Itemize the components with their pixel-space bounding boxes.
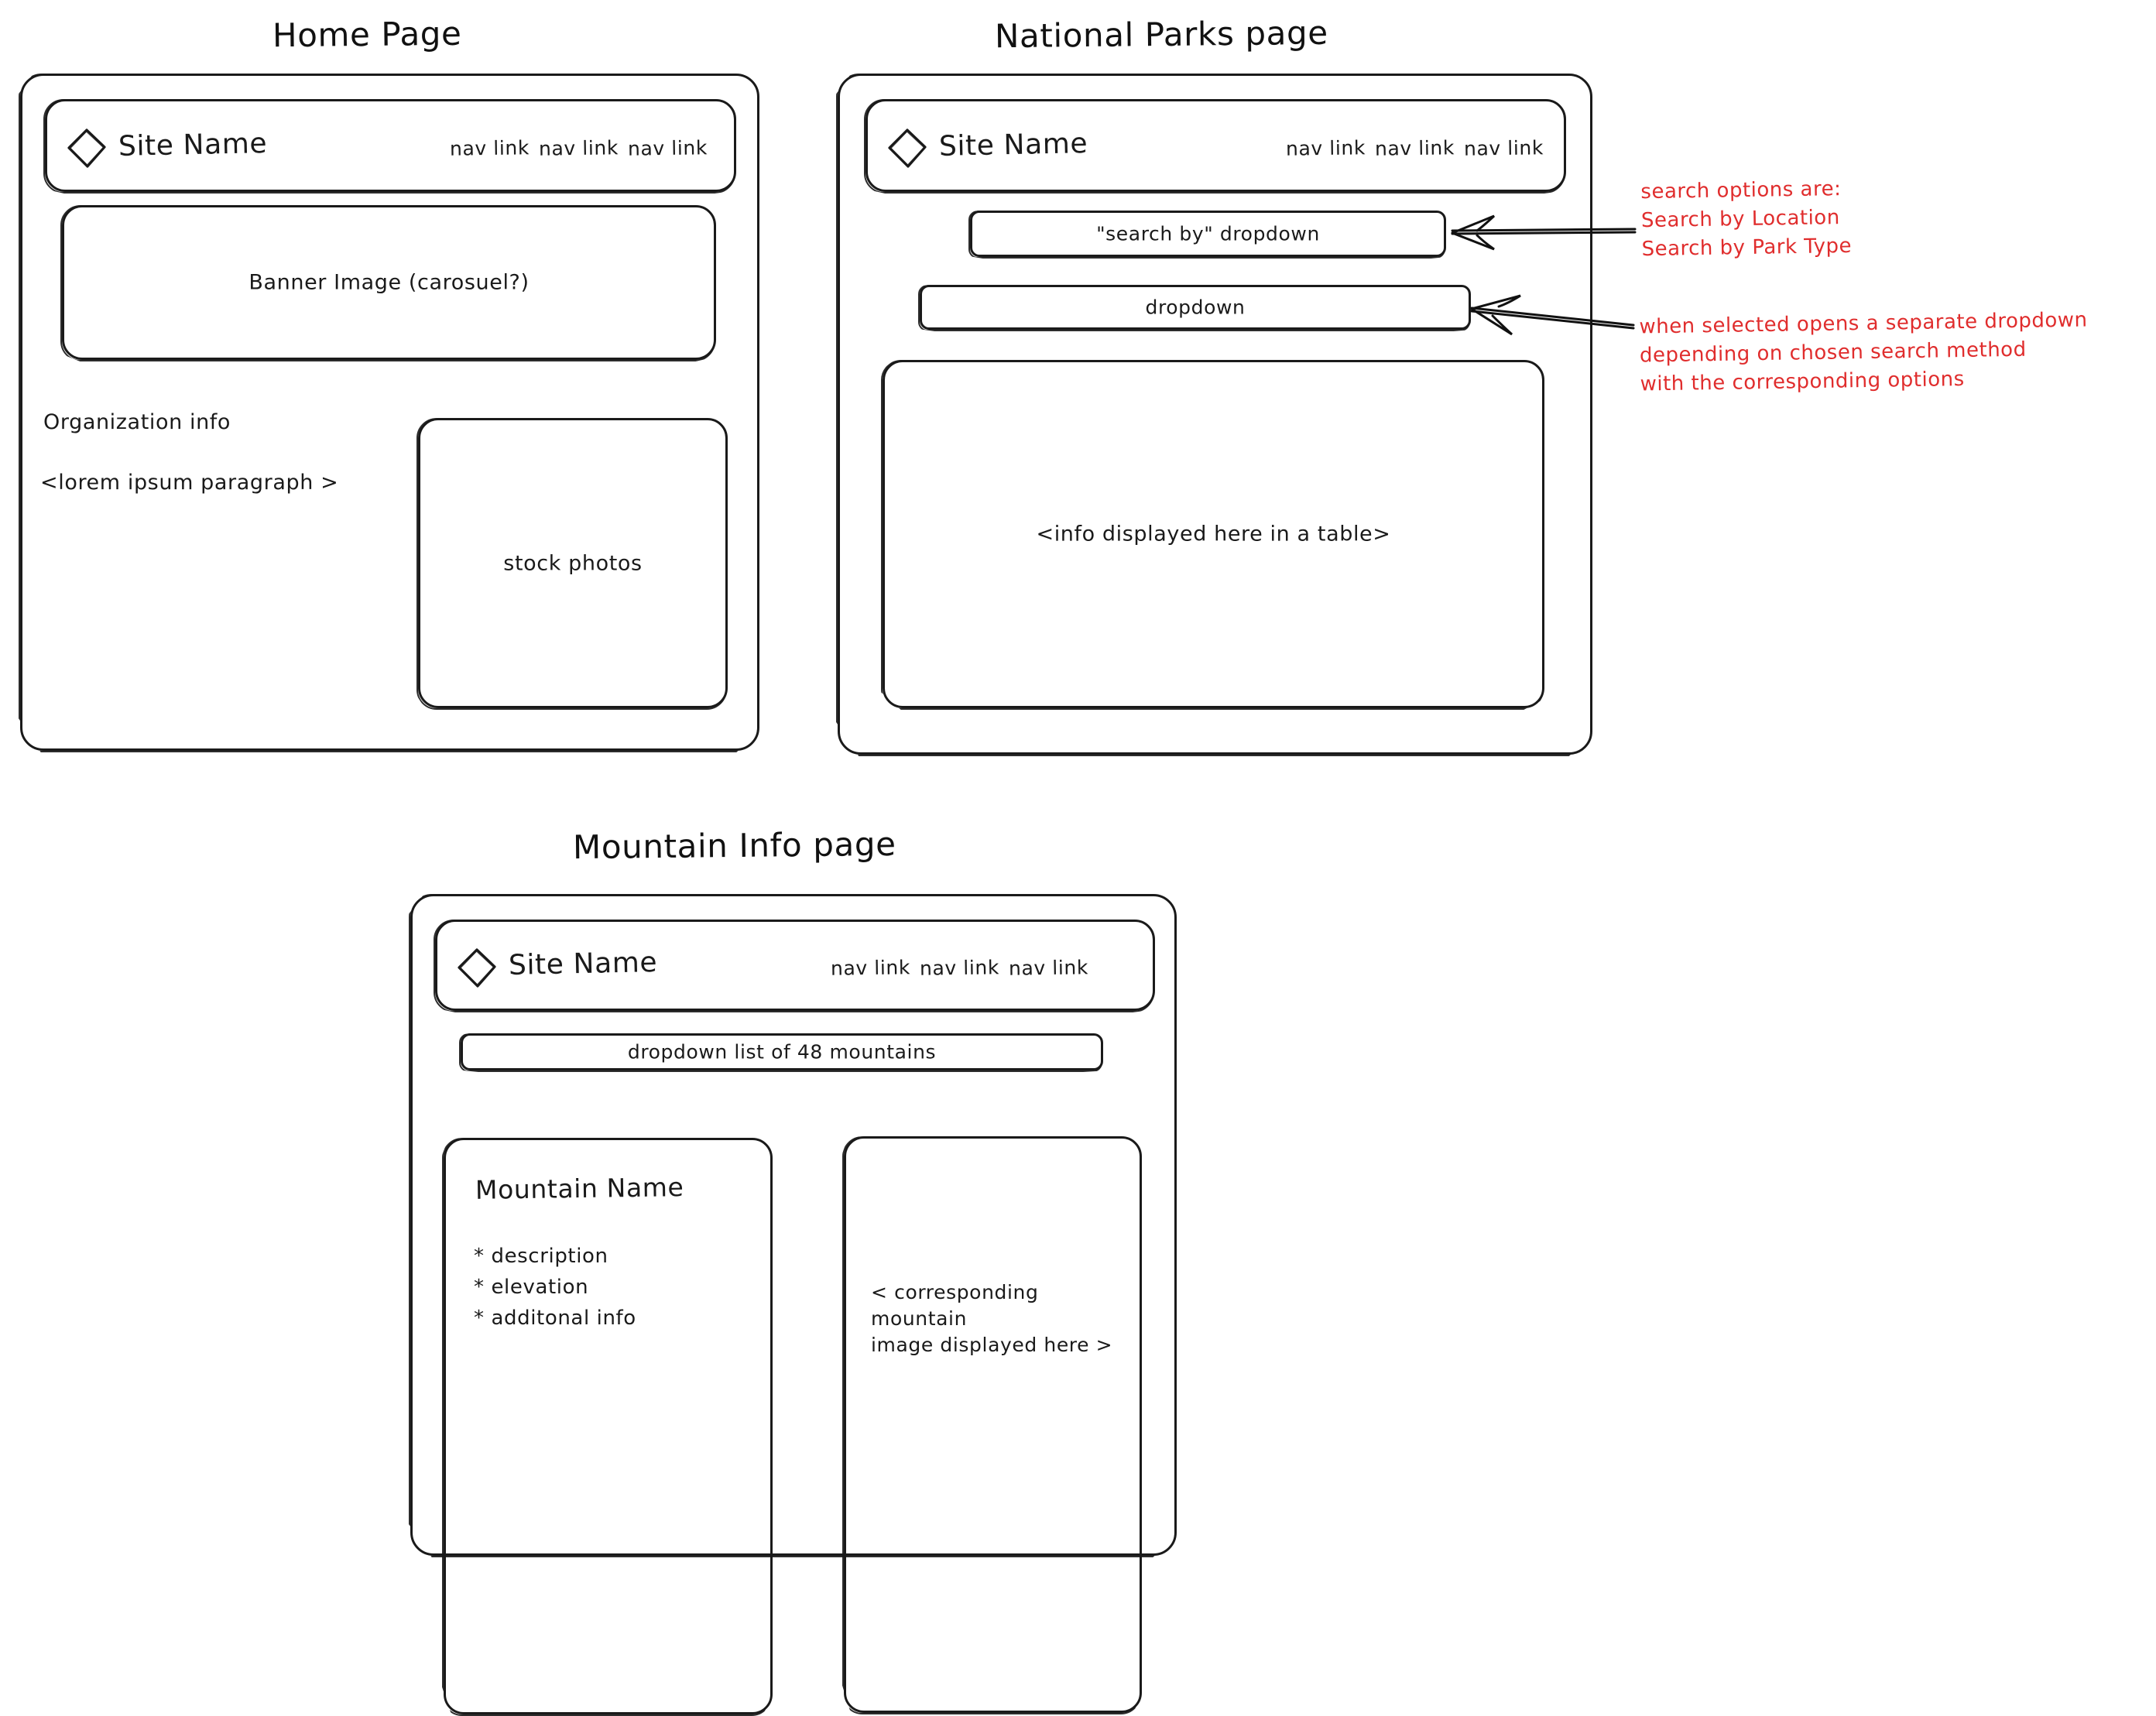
parks-site-name: Site Name [938, 127, 1088, 163]
mountain-nav-link-2[interactable]: nav link [919, 956, 1000, 980]
mountain-bullet-additional-info: * additonal info [474, 1307, 636, 1330]
home-header-bar: Site Name nav link nav link nav link [45, 99, 736, 192]
mountain-bullet-description: * description [474, 1245, 608, 1268]
home-org-paragraph: <lorem ipsum paragraph > [40, 471, 339, 495]
parks-table-area: <info displayed here in a table> [883, 360, 1544, 708]
search-by-dropdown-label: "search by" dropdown [1096, 222, 1320, 245]
mountain-image-card: < corresponding mountain image displayed… [844, 1136, 1142, 1713]
home-page-title: Home Page [272, 14, 462, 55]
mountain-nav-link-3[interactable]: nav link [1008, 956, 1089, 980]
parks-secondary-dropdown-label: dropdown [1145, 296, 1246, 319]
mountains-dropdown[interactable]: dropdown list of 48 mountains [461, 1033, 1103, 1070]
home-nav-link-1[interactable]: nav link [449, 136, 530, 160]
home-nav-link-3[interactable]: nav link [627, 136, 708, 160]
mountain-page-title: Mountain Info page [572, 824, 896, 867]
home-site-name: Site Name [118, 127, 268, 163]
parks-table-placeholder: <info displayed here in a table> [1036, 522, 1391, 546]
diamond-logo-icon [457, 947, 496, 988]
diamond-logo-icon [887, 128, 927, 168]
annotation-search-options: search options are: Search by Location S… [1640, 177, 1853, 261]
mountain-nav-link-1[interactable]: nav link [830, 956, 911, 980]
parks-nav-link-2[interactable]: nav link [1374, 136, 1455, 160]
mountain-name-heading: Mountain Name [475, 1172, 684, 1205]
home-stock-photos-card: stock photos [418, 418, 728, 708]
home-nav-link-2[interactable]: nav link [538, 136, 619, 160]
diamond-logo-icon [67, 128, 106, 168]
mountain-page-frame [410, 894, 1177, 1556]
parks-nav-link-1[interactable]: nav link [1285, 136, 1366, 160]
parks-page-frame [838, 74, 1592, 755]
mountain-header-bar: Site Name nav link nav link nav link [435, 920, 1155, 1011]
mountain-bullet-elevation: * elevation [474, 1276, 589, 1299]
mountain-image-placeholder: < corresponding mountain image displayed… [871, 1281, 1113, 1356]
home-page-frame [20, 74, 759, 751]
mountain-site-name: Site Name [508, 946, 658, 982]
parks-page-title: National Parks page [994, 13, 1328, 56]
home-banner-image-area: Banner Image (carosuel?) [62, 205, 716, 360]
parks-nav-link-3[interactable]: nav link [1463, 136, 1544, 160]
parks-secondary-dropdown[interactable]: dropdown [920, 285, 1471, 330]
mountains-dropdown-label: dropdown list of 48 mountains [627, 1040, 937, 1064]
parks-header-bar: Site Name nav link nav link nav link [865, 99, 1566, 192]
search-by-dropdown[interactable]: "search by" dropdown [970, 211, 1446, 257]
annotation-dependent-dropdown: when selected opens a separate dropdown … [1639, 308, 2088, 396]
mountain-info-card: Mountain Name * description * elevation … [444, 1138, 773, 1714]
home-banner-label: Banner Image (carosuel?) [249, 270, 530, 295]
home-org-info-heading: Organization info [43, 410, 231, 434]
home-stock-photos-label: stock photos [503, 551, 643, 575]
